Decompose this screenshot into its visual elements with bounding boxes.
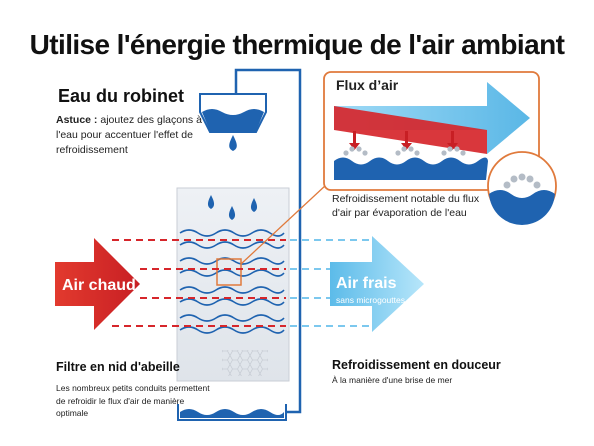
- water-basin: [177, 404, 287, 421]
- wave-icon: [179, 229, 285, 334]
- evaporation-detail-circle: [487, 151, 557, 225]
- page-title: Utilise l'énergie thermique de l'air amb…: [29, 28, 565, 60]
- cool-air-label: Air frais: [336, 275, 397, 292]
- warm-air-dashes: [112, 239, 286, 327]
- warm-air-label: Air chaud: [62, 277, 136, 294]
- tip-label: Astuce :: [56, 114, 98, 126]
- tip-text: ajoutez des glaçons à l'eau pour accentu…: [56, 114, 202, 156]
- water-drop-icon: [229, 135, 237, 151]
- cool-air-sublabel: sans microgouttes: [336, 295, 405, 305]
- gentle-cooling-description: À la manière d'une brise de mer: [332, 375, 453, 385]
- tap-water-heading: Eau du robinet: [58, 86, 184, 106]
- evaporation-icon: [343, 146, 466, 156]
- water-drop-icon: [207, 195, 215, 209]
- tap-water-tip: Astuce : ajoutez des glaçons à l'eau pou…: [56, 113, 206, 158]
- water-drop-icon: [250, 198, 258, 212]
- airflow-detail-box: [323, 71, 540, 191]
- water-drop-icon: [228, 206, 236, 220]
- water-reservoir: [199, 93, 267, 151]
- water-pipe: [234, 68, 302, 414]
- honeycomb-icon: [222, 350, 268, 376]
- warm-air-arrow: [55, 238, 140, 330]
- honeycomb-filter: [176, 187, 290, 382]
- gentle-cooling-heading: Refroidissement en douceur: [332, 358, 501, 372]
- arrow-icon: [349, 131, 458, 150]
- filter-heading: Filtre en nid d'abeille: [56, 360, 180, 374]
- cool-air-arrow: [330, 236, 424, 332]
- zoom-marker: [216, 258, 242, 286]
- cool-air-dashes: [290, 239, 372, 327]
- airflow-description: Refroidissement notable du flux d'air pa…: [332, 193, 480, 219]
- zoom-connector: [240, 184, 327, 265]
- filter-description: Les nombreux petits conduits permettent …: [56, 383, 210, 418]
- airflow-heading: Flux d’air: [336, 77, 399, 93]
- wave-icon: [334, 157, 488, 180]
